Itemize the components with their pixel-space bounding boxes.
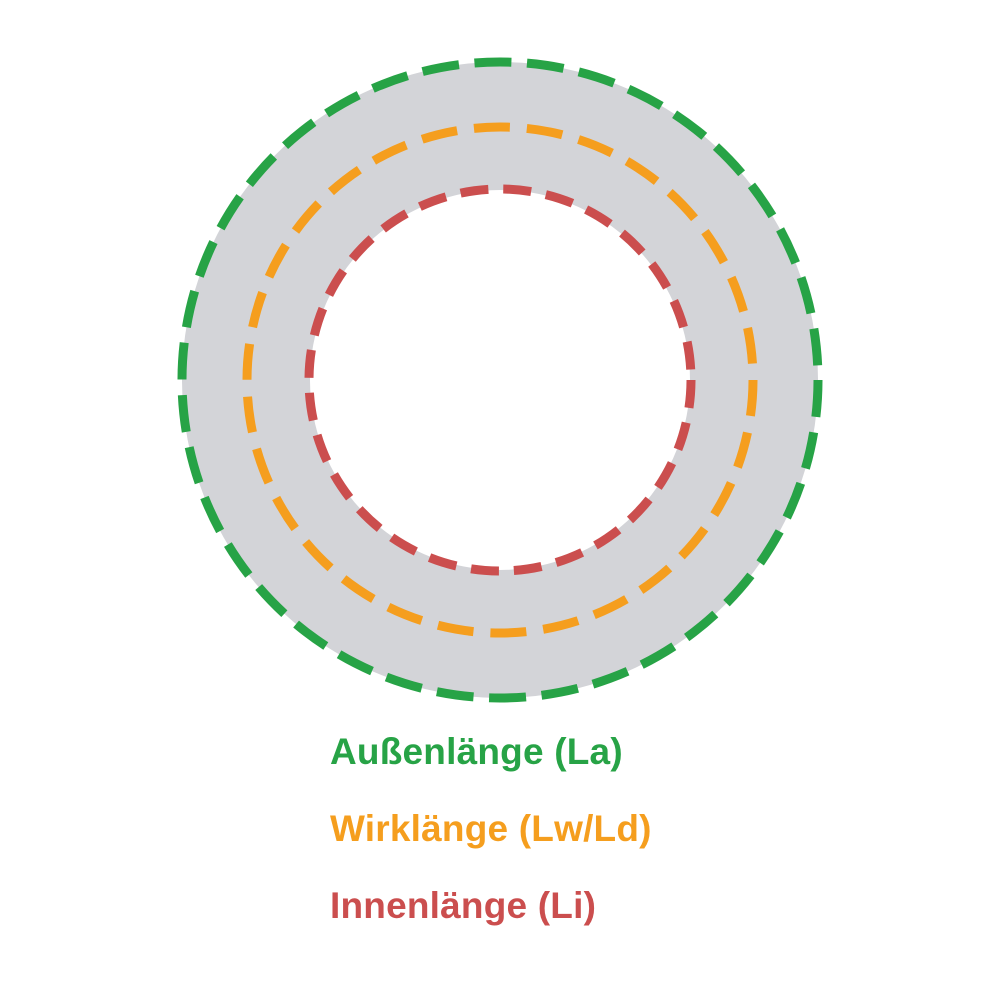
inner-length-label: Innenlänge (Li) — [330, 885, 597, 926]
effective-length-circle — [242, 122, 758, 638]
inner-length-circle — [304, 184, 696, 576]
effective-length-label: Wirklänge (Lw/Ld) — [330, 808, 652, 849]
outer-length-label: Außenlänge (La) — [330, 731, 623, 772]
legend: Außenlänge (La) Wirklänge (Lw/Ld) Innenl… — [330, 733, 652, 924]
outer-length-circle — [177, 57, 823, 703]
